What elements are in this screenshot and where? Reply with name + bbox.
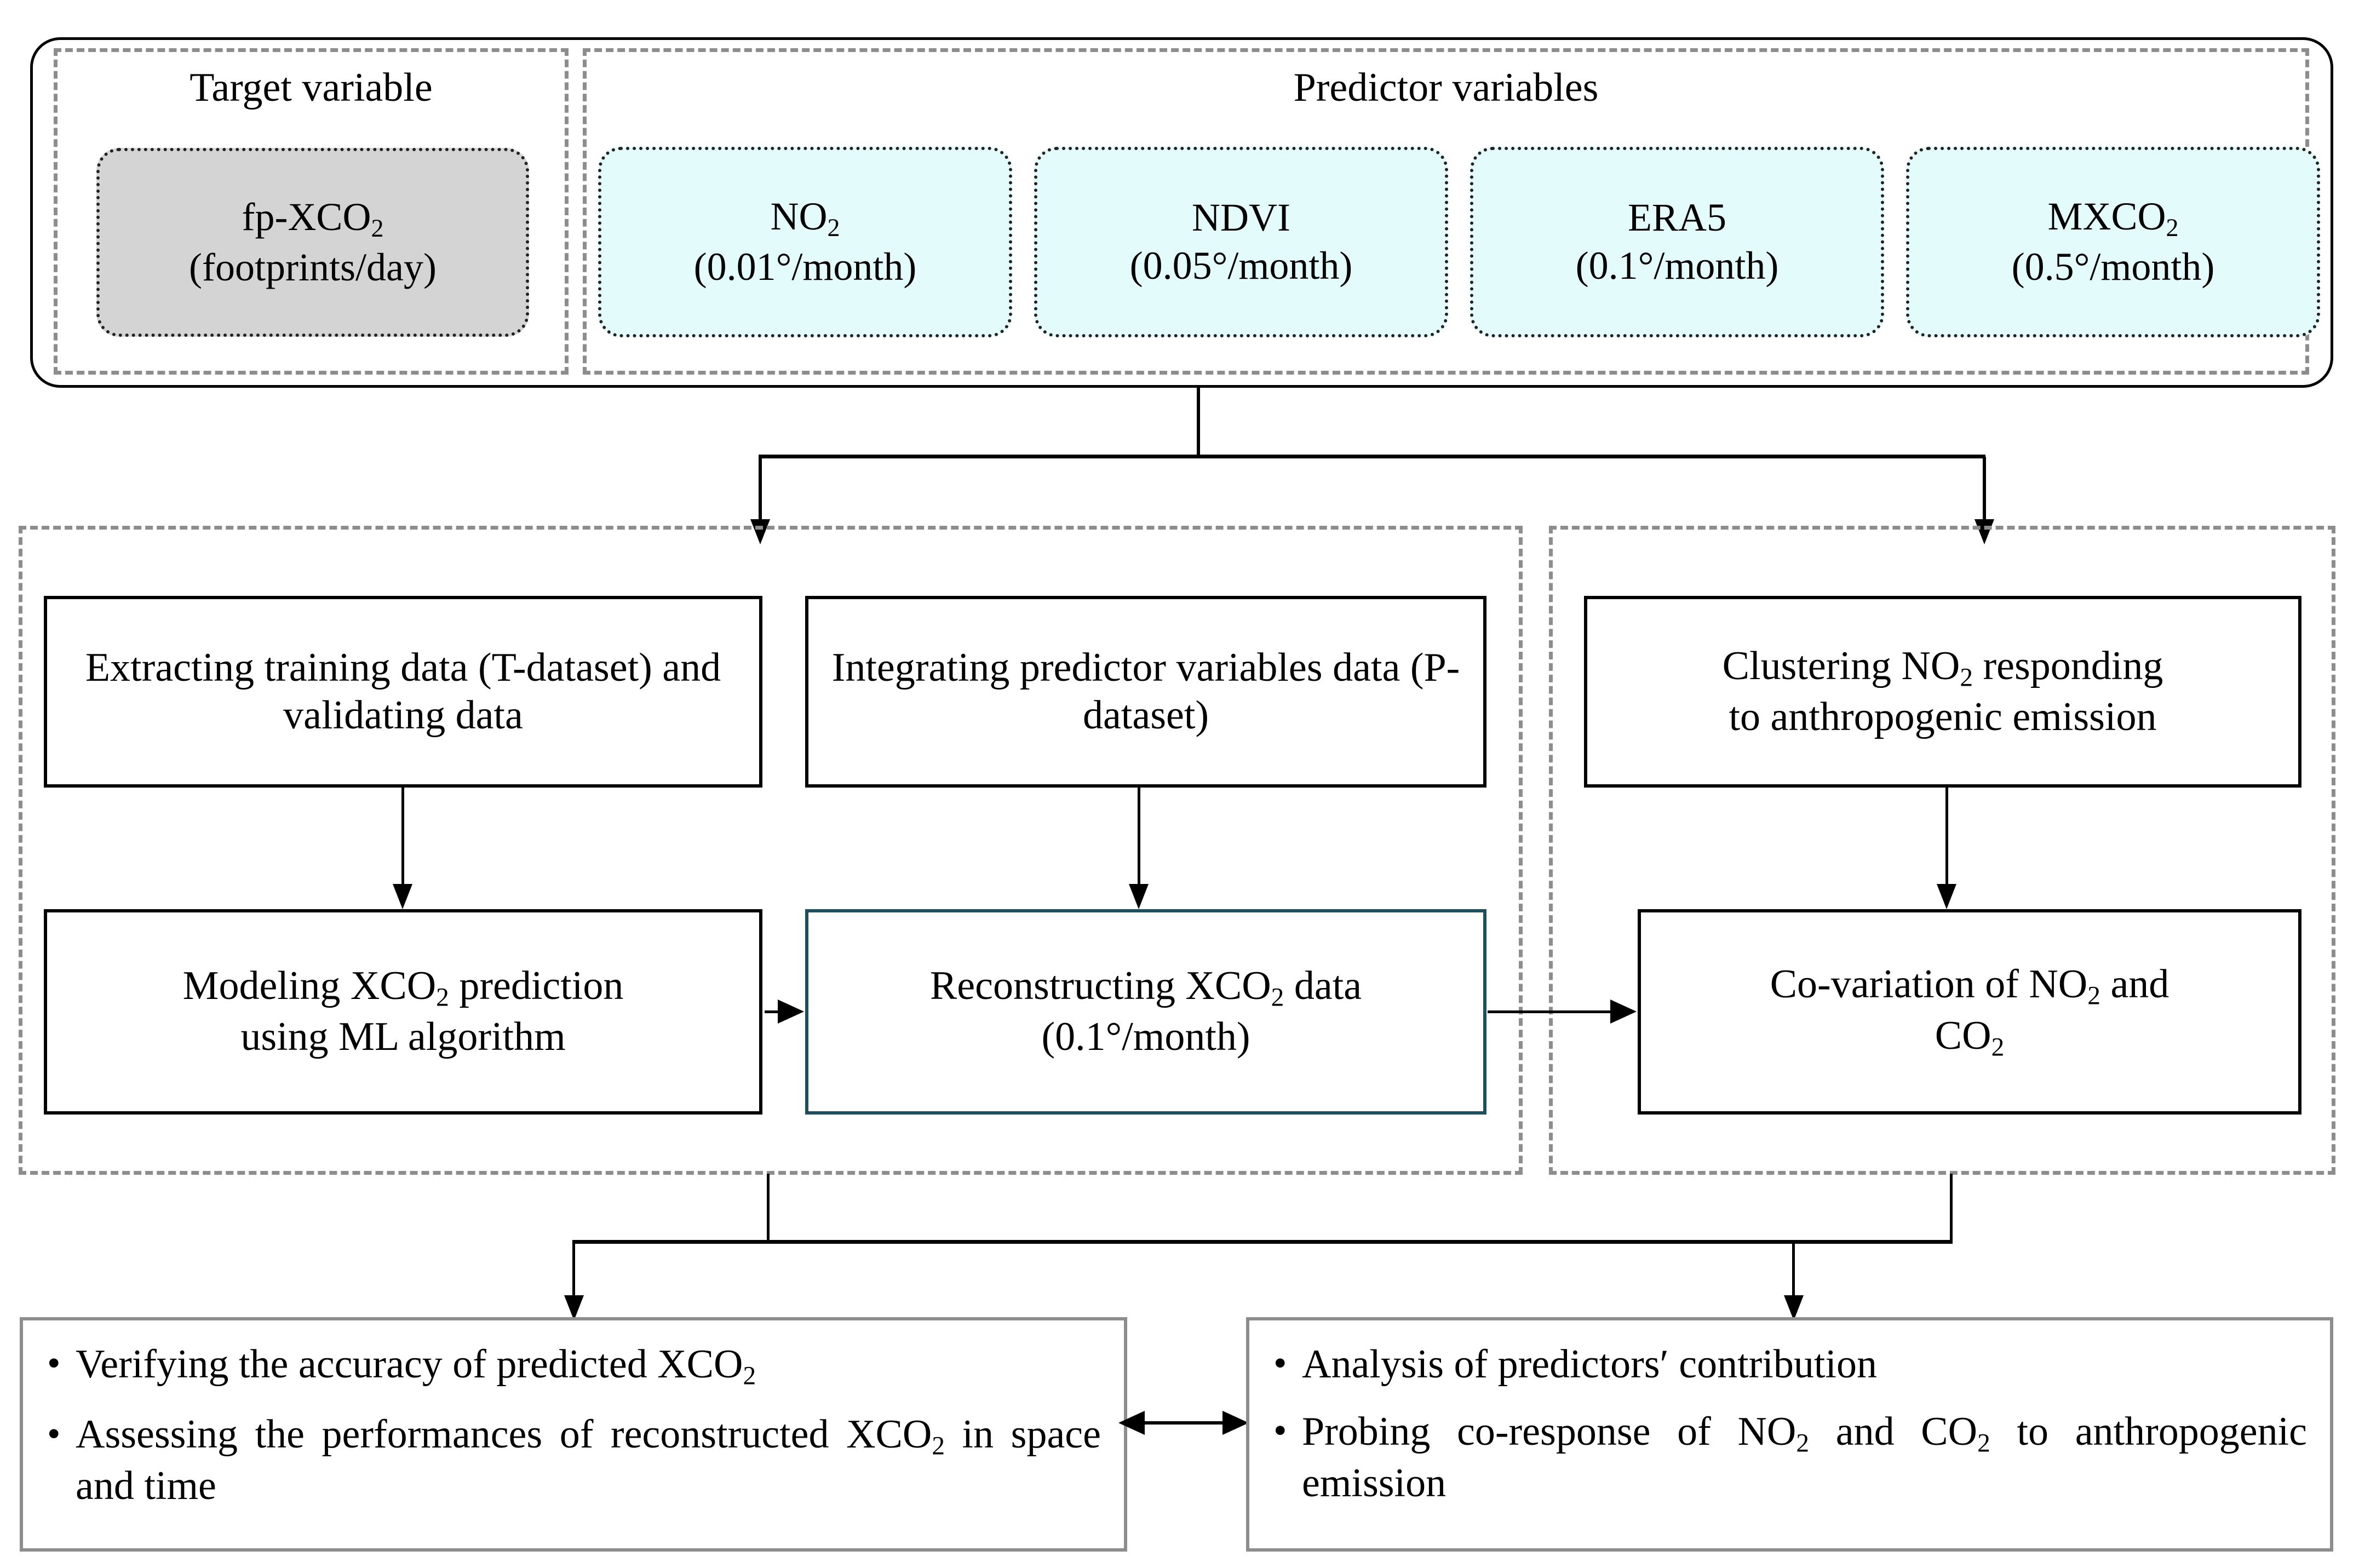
- chip-era5-unit: (0.1°/month): [1575, 244, 1779, 288]
- connector-reconstruct-to-covariation: [1488, 1010, 1615, 1013]
- chip-no2-unit: (0.01°/month): [693, 245, 917, 289]
- connector-top-left-drop: [759, 457, 762, 524]
- list-item-text: Assessing the performances of reconstruc…: [76, 1412, 1101, 1509]
- arrow-bidirectional-left-head: [1118, 1411, 1145, 1435]
- chip-mxco2: MXCO2 (0.5°/month): [1906, 147, 2320, 337]
- bullet-icon: •: [47, 1412, 61, 1455]
- arrow-cluster-to-covariation: [1937, 884, 1956, 909]
- chip-no2-title: NO2: [770, 194, 840, 242]
- chip-fp-xco2-title: fp-XCO2: [242, 194, 384, 242]
- predictor-group-caption: Predictor variables: [1293, 65, 1599, 110]
- box-integrating-predictor-variables: Integrating predictor variables data (P-…: [805, 596, 1486, 788]
- chip-era5: ERA5 (0.1°/month): [1470, 147, 1884, 337]
- analysis-outcomes-list: • Analysis of predictors′ contribution •…: [1271, 1340, 2307, 1508]
- connector-right-group-drop: [1950, 1174, 1953, 1242]
- chip-era5-title: ERA5: [1628, 196, 1726, 240]
- connector-top-bus: [759, 455, 1985, 458]
- box-clustering-no2: Clustering NO2 responding to anthropogen…: [1584, 596, 2301, 788]
- box-integrating-predictor-variables-label: Integrating predictor variables data (P-…: [831, 645, 1460, 738]
- box-co-variation-no2-co2-label: Co-variation of NO2 and CO2: [1770, 962, 2169, 1061]
- list-item: • Verifying the accuracy of predicted XC…: [45, 1340, 1101, 1392]
- box-analysis-outcomes: • Analysis of predictors′ contribution •…: [1246, 1317, 2333, 1552]
- arrow-to-left-group: [750, 519, 770, 544]
- box-reconstructing-xco2-data: Reconstructing XCO2 data (0.1°/month): [805, 909, 1486, 1115]
- bullet-icon: •: [47, 1342, 61, 1385]
- arrow-to-bottom-right-box: [1784, 1295, 1804, 1320]
- chip-fp-xco2: fp-XCO2 (footprints/day): [96, 148, 529, 337]
- arrow-to-right-group: [1975, 519, 1994, 544]
- chip-mxco2-title: MXCO2: [2047, 194, 2179, 242]
- chip-ndvi-unit: (0.05°/month): [1129, 244, 1353, 288]
- box-modeling-xco2-prediction: Modeling XCO2 prediction using ML algori…: [44, 909, 762, 1115]
- connector-bottom-bidirectional: [1137, 1421, 1241, 1425]
- connector-integrate-to-reconstruct: [1138, 788, 1140, 889]
- modeling-group: [19, 526, 1523, 1175]
- bullet-icon: •: [1273, 1410, 1287, 1452]
- box-co-variation-no2-co2: Co-variation of NO2 and CO2: [1638, 909, 2301, 1115]
- chip-fp-xco2-unit: (footprints/day): [189, 245, 437, 289]
- arrow-integrate-to-reconstruct: [1129, 884, 1149, 909]
- box-clustering-no2-label: Clustering NO2 responding to anthropogen…: [1722, 643, 2163, 739]
- connector-bottom-bus: [572, 1240, 1953, 1244]
- list-item: • Assessing the performances of reconstr…: [45, 1410, 1101, 1510]
- verification-outcomes-list: • Verifying the accuracy of predicted XC…: [45, 1340, 1101, 1510]
- chip-ndvi: NDVI (0.05°/month): [1034, 147, 1448, 337]
- target-variable-group: [54, 48, 569, 375]
- connector-modeling-to-reconstruct: [765, 1010, 781, 1013]
- connector-top-right-drop: [1983, 457, 1986, 524]
- box-reconstructing-xco2-data-label: Reconstructing XCO2 data (0.1°/month): [929, 963, 1362, 1060]
- list-item-text: Verifying the accuracy of predicted XCO2: [76, 1342, 756, 1391]
- arrow-bidirectional-right-head: [1222, 1411, 1249, 1435]
- arrow-reconstruct-to-covariation: [1610, 1000, 1637, 1024]
- target-group-caption: Target variable: [190, 65, 433, 110]
- box-extracting-training-data: Extracting training data (T-dataset) and…: [44, 596, 762, 788]
- clustering-group: [1549, 526, 2335, 1175]
- connector-left-group-drop: [767, 1174, 770, 1242]
- list-item: • Analysis of predictors′ contribution: [1271, 1340, 2307, 1389]
- connector-cluster-to-covariation: [1945, 788, 1948, 889]
- list-item: • Probing co-response of NO2 and CO2 to …: [1271, 1408, 2307, 1508]
- connector-top-stem: [1197, 388, 1200, 457]
- box-modeling-xco2-prediction-label: Modeling XCO2 prediction using ML algori…: [182, 963, 624, 1060]
- box-verification-outcomes: • Verifying the accuracy of predicted XC…: [20, 1317, 1127, 1552]
- chip-no2: NO2 (0.01°/month): [598, 147, 1012, 337]
- box-extracting-training-data-label: Extracting training data (T-dataset) and…: [85, 645, 721, 738]
- connector-bottom-left-drop: [572, 1242, 575, 1300]
- connector-bottom-right-drop: [1792, 1242, 1795, 1300]
- arrow-extract-to-modeling: [393, 884, 412, 909]
- chip-ndvi-title: NDVI: [1192, 196, 1290, 240]
- chip-mxco2-unit: (0.5°/month): [2011, 245, 2215, 289]
- list-item-text: Analysis of predictors′ contribution: [1302, 1342, 1877, 1387]
- arrow-modeling-to-reconstruct: [778, 1000, 804, 1024]
- arrow-to-bottom-left-box: [564, 1295, 584, 1320]
- connector-extract-to-modeling: [401, 788, 404, 889]
- bullet-icon: •: [1273, 1342, 1287, 1385]
- list-item-text: Probing co-response of NO2 and CO2 to an…: [1302, 1409, 2307, 1506]
